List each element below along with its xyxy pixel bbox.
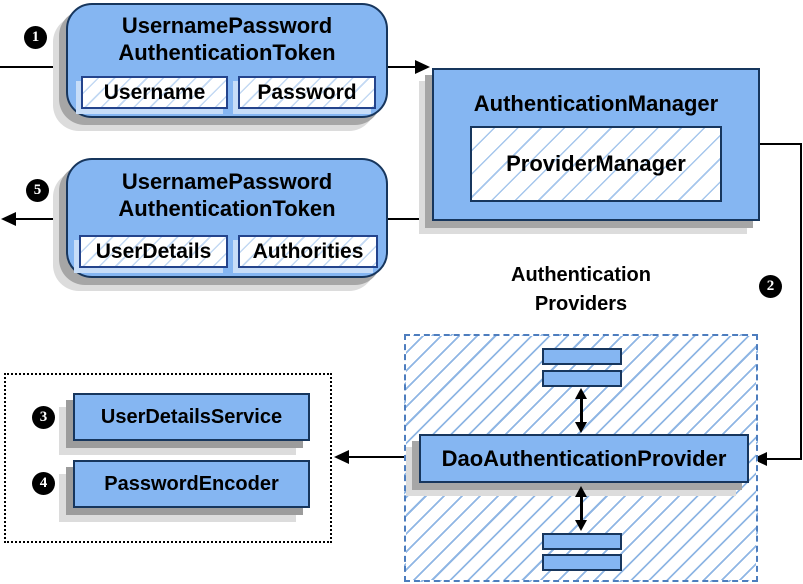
authentication-providers-label-line2: Providers — [534, 293, 628, 315]
candidate-provider-bar — [542, 348, 622, 365]
arrowhead-left-icon — [334, 450, 349, 464]
dao-authentication-provider-label: DaoAuthenticationProvider — [441, 445, 727, 471]
response-token-title-line1: UsernamePassword — [121, 169, 333, 194]
flow-line-step2-vertical — [800, 143, 802, 460]
dao-authentication-provider-box: DaoAuthenticationProvider — [419, 434, 749, 483]
password-encoder-label: PasswordEncoder — [104, 472, 279, 495]
step-3-badge: 3 — [32, 406, 55, 429]
step-5-badge: 5 — [26, 179, 49, 202]
step-1-badge: 1 — [24, 26, 47, 49]
userdetails-field-label: UserDetails — [95, 239, 212, 263]
flow-line-dao-to-services — [348, 456, 419, 458]
provider-manager-label: ProviderManager — [506, 151, 686, 176]
arrowhead-right-icon — [415, 60, 430, 74]
candidate-provider-bar — [542, 533, 622, 550]
authentication-manager-box: AuthenticationManager ProviderManager — [432, 68, 760, 221]
username-field: Username — [81, 76, 228, 109]
authentication-providers-label: Authentication Providers — [466, 261, 696, 319]
flow-line-step2-bottom — [765, 458, 802, 460]
user-details-service-label: UserDetailsService — [100, 405, 283, 428]
userdetails-field: UserDetails — [79, 235, 228, 268]
authentication-manager-title: AuthenticationManager — [473, 91, 719, 116]
step-2-badge: 2 — [759, 275, 782, 298]
password-field: Password — [238, 76, 376, 109]
candidate-provider-bar — [542, 554, 622, 571]
arrowhead-left-icon — [1, 212, 16, 226]
password-field-label: Password — [257, 80, 357, 104]
response-token-title: UsernamePassword AuthenticationToken — [68, 168, 386, 222]
flow-line-step2-top — [760, 143, 802, 145]
user-details-service-box: UserDetailsService — [73, 393, 310, 441]
services-container — [4, 373, 332, 543]
request-token-title: UsernamePassword AuthenticationToken — [68, 12, 386, 66]
request-token-box: UsernamePassword AuthenticationToken Use… — [66, 3, 388, 118]
provider-manager-box: ProviderManager — [470, 126, 722, 202]
password-encoder-box: PasswordEncoder — [73, 460, 310, 508]
response-token-title-line2: AuthenticationToken — [118, 196, 336, 221]
username-field-label: Username — [103, 80, 206, 104]
candidate-provider-bar — [542, 370, 622, 387]
response-token-box: UsernamePassword AuthenticationToken Use… — [66, 158, 388, 278]
request-token-title-line1: UsernamePassword — [121, 13, 333, 38]
authentication-providers-label-line1: Authentication — [511, 264, 651, 286]
authorities-field-label: Authorities — [252, 239, 364, 263]
step-4-badge: 4 — [32, 472, 55, 495]
authorities-field: Authorities — [238, 235, 378, 268]
request-token-title-line2: AuthenticationToken — [118, 40, 336, 65]
